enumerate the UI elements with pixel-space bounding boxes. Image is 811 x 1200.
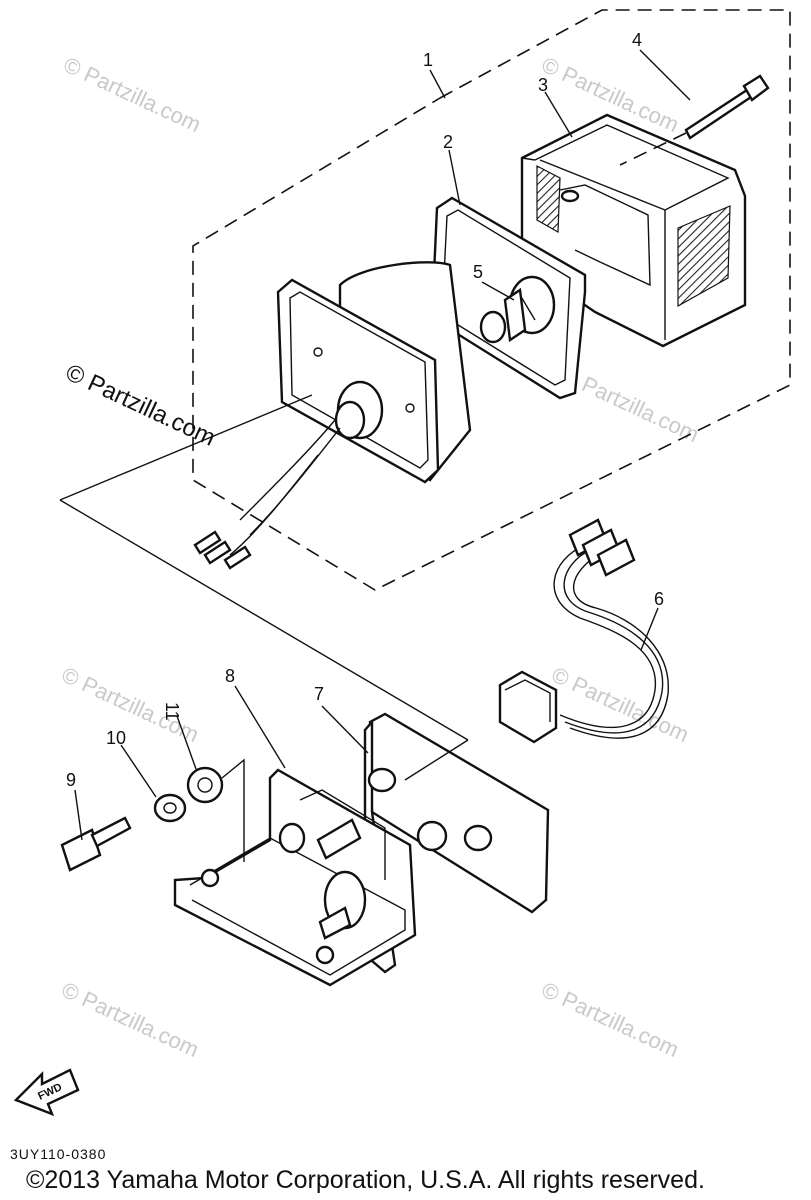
callout-9: 9 xyxy=(66,770,76,790)
callout-4: 4 xyxy=(632,30,642,50)
callout-6: 6 xyxy=(654,589,664,609)
callout-11: 11 xyxy=(162,702,182,721)
callout-1: 1 xyxy=(423,50,433,70)
watermark: © Partzilla.com xyxy=(58,977,203,1062)
bulb xyxy=(479,275,556,344)
copyright-text: ©2013 Yamaha Motor Corporation, U.S.A. A… xyxy=(26,1166,705,1194)
watermark-dark: © Partzilla.com xyxy=(61,359,219,452)
figure-code: 3UY110-0380 xyxy=(10,1146,107,1162)
watermark: © Partzilla.com xyxy=(548,662,693,747)
callout-10: 10 xyxy=(106,728,126,748)
callout-8: 8 xyxy=(225,666,235,686)
lamp-base xyxy=(59,261,472,570)
washer xyxy=(153,793,187,823)
guide-line xyxy=(59,499,469,741)
callout-7: 7 xyxy=(314,684,324,704)
leader-lines xyxy=(74,49,691,841)
screw-hole xyxy=(560,189,580,203)
screw xyxy=(619,74,770,166)
callout-2: 2 xyxy=(443,132,453,152)
watermark: © Partzilla.com xyxy=(538,977,683,1062)
fasteners xyxy=(60,758,245,872)
collar xyxy=(186,766,224,804)
stay xyxy=(173,768,417,987)
callout-3: 3 xyxy=(538,75,548,95)
watermark: © Partzilla.com xyxy=(60,52,205,137)
assembly-boundary xyxy=(192,9,791,591)
wire-harness xyxy=(498,518,669,744)
fwd-arrow-icon: FWD xyxy=(13,1068,80,1117)
callout-5: 5 xyxy=(473,262,483,282)
watermark: © Partzilla.com xyxy=(558,362,703,447)
callouts: 1 2 3 4 5 6 7 8 9 10 11 xyxy=(66,30,664,790)
